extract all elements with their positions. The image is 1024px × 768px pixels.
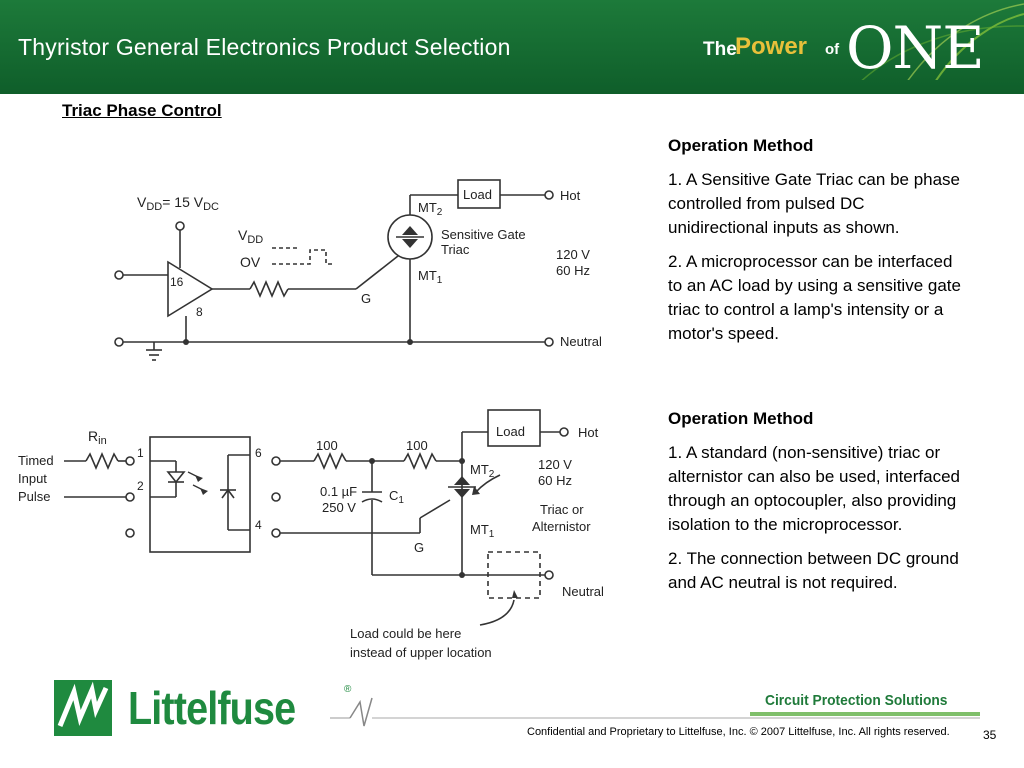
triac-label-line2: Triac <box>441 242 470 257</box>
swirl-graphic-icon <box>861 3 1024 80</box>
page-number: 35 <box>983 728 997 742</box>
header-banner: Thyristor General Electronics Product Se… <box>0 0 1024 94</box>
hot-label-top: Hot <box>560 188 581 203</box>
buffer-number-label: 16 <box>170 275 184 289</box>
volts-label-bottom: 120 V <box>538 457 572 472</box>
input-label-line1: Timed <box>18 453 54 468</box>
pin4-label: 4 <box>255 518 262 532</box>
brand-power: Power <box>735 33 808 60</box>
pin2-label: 2 <box>137 479 144 493</box>
cap-name-label: C1 <box>389 488 404 506</box>
note-line2: instead of upper location <box>350 645 492 660</box>
brand-the: The <box>703 39 737 60</box>
gate-label-top: G <box>361 291 371 306</box>
littelfuse-mark-icon <box>54 680 112 736</box>
operation-heading-2: Operation Method <box>668 409 814 428</box>
littelfuse-wordmark: Littelfuse <box>128 682 296 734</box>
pin1-label: 1 <box>137 446 144 460</box>
rin-label: Rin <box>88 428 107 447</box>
volts-label-top: 120 V <box>556 247 590 262</box>
footer-signal-line <box>330 697 980 727</box>
littelfuse-logo: Littelfuse ® <box>52 678 351 740</box>
operation-1-point-2: 2. A microprocessor can be interfaced to… <box>668 252 961 343</box>
neutral-label-top: Neutral <box>560 334 602 349</box>
input-label-line3: Pulse <box>18 489 51 504</box>
operation-1-point-1: 1. A Sensitive Gate Triac can be phase c… <box>668 170 961 237</box>
cap-value-label: 0.1 µF <box>320 484 357 499</box>
brand-one: ONE <box>846 14 985 82</box>
triac-or-label-line2: Alternistor <box>532 519 591 534</box>
load-label-top: Load <box>463 187 492 202</box>
operation-method-2: Operation Method 1. A standard (non-sens… <box>668 407 968 605</box>
mt2-label-bottom: MT2 <box>470 462 495 480</box>
registered-mark: ® <box>344 684 352 695</box>
mt2-label-top: MT2 <box>418 200 443 218</box>
r2-label: 100 <box>406 438 428 453</box>
slide-title: Thyristor General Electronics Product Se… <box>18 34 511 60</box>
input-label-line2: Input <box>18 471 47 486</box>
section-title: Triac Phase Control <box>62 101 222 120</box>
hot-label-bottom: Hot <box>578 425 599 440</box>
triac-or-label-line1: Triac or <box>540 502 584 517</box>
pin6-label: 6 <box>255 446 262 460</box>
vdd-supply-label: VDD= 15 VDC <box>137 194 219 213</box>
mt1-label-bottom: MT1 <box>470 522 495 540</box>
buffer-pin-label: 8 <box>196 305 203 319</box>
mt1-label-top: MT1 <box>418 268 443 286</box>
brand-of: of <box>825 41 840 58</box>
operation-heading-1: Operation Method <box>668 136 814 155</box>
confidential-notice: Confidential and Proprietary to Littelfu… <box>527 726 950 738</box>
pulse-vdd-label: VDD <box>238 227 263 246</box>
pulse-ov-label: OV <box>240 254 261 270</box>
triac-circuit-diagrams: VDD= 15 VDC VDD OV 16 8 G Load Hot Neutr… <box>18 179 604 660</box>
tagline: Circuit Protection Solutions <box>765 692 948 709</box>
operation-2-point-1: 1. A standard (non-sensitive) triac or a… <box>668 443 961 534</box>
operation-2-point-2: 2. The connection between DC ground and … <box>668 549 959 592</box>
hz-label-top: 60 Hz <box>556 263 590 278</box>
note-line1: Load could be here <box>350 626 461 641</box>
r1-label: 100 <box>316 438 338 453</box>
operation-method-1: Operation Method 1. A Sensitive Gate Tri… <box>668 134 968 356</box>
gate-label-bottom: G <box>414 540 424 555</box>
power-of-one-logo: The Power of ONE <box>700 3 1024 84</box>
triac-label-line1: Sensitive Gate <box>441 227 526 242</box>
load-label-bottom: Load <box>496 424 525 439</box>
hz-label-bottom: 60 Hz <box>538 473 572 488</box>
neutral-label-bottom: Neutral <box>562 584 604 599</box>
cap-voltage-label: 250 V <box>322 500 356 515</box>
